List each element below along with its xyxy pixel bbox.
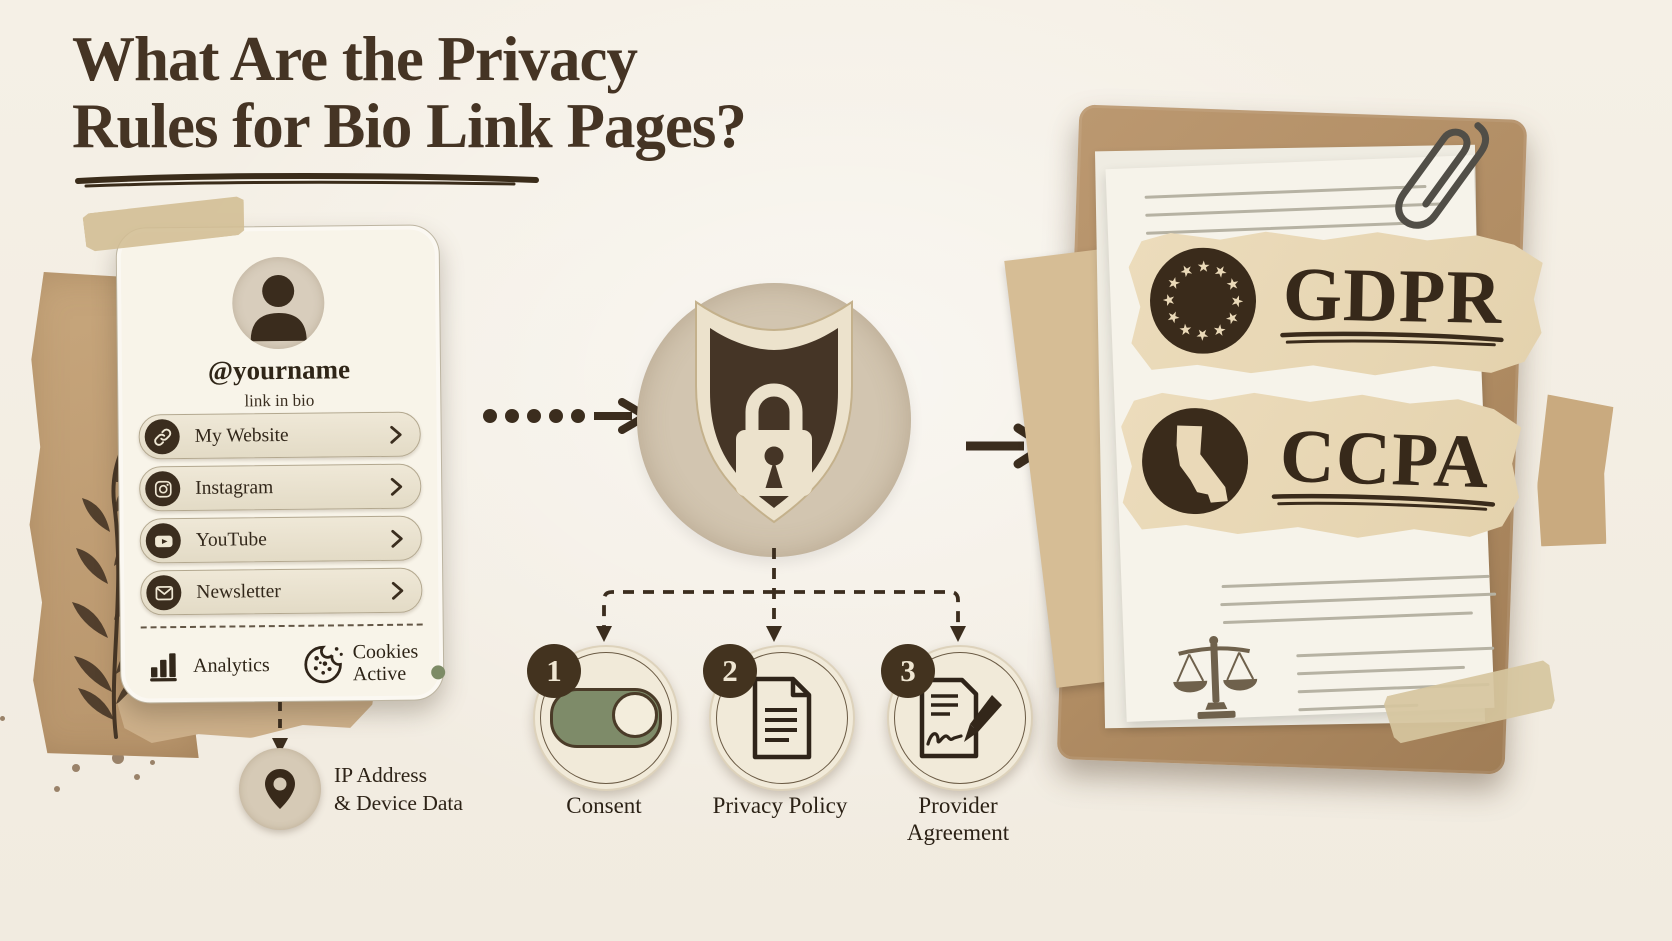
link-button-instagram[interactable]: Instagram bbox=[139, 463, 422, 512]
regulation-name: GDPR bbox=[1282, 252, 1504, 340]
bar-chart-icon bbox=[150, 653, 177, 682]
consent-toggle[interactable] bbox=[550, 688, 662, 748]
avatar bbox=[231, 256, 325, 350]
location-pin-badge bbox=[239, 748, 321, 830]
analytics-stat: Analytics bbox=[149, 649, 270, 682]
kraft-edge-scrap bbox=[1534, 394, 1614, 550]
link-list: My Website Instagram bbox=[138, 411, 423, 616]
username: @yourname bbox=[207, 354, 351, 386]
underline-stroke bbox=[1271, 492, 1496, 515]
paperclip-icon bbox=[1395, 122, 1490, 229]
regulation-ccpa: CCPA bbox=[1118, 386, 1522, 544]
location-pin-icon bbox=[265, 769, 295, 809]
toggle-knob bbox=[612, 692, 658, 738]
link-label: My Website bbox=[194, 424, 289, 447]
title-underline-stroke bbox=[75, 173, 539, 188]
dashed-divider bbox=[140, 623, 423, 629]
california-icon bbox=[1140, 406, 1249, 515]
chevron-right-icon bbox=[386, 579, 408, 601]
dashed-connectors bbox=[596, 548, 966, 642]
step-label-provider-agreement: Provider Agreement bbox=[906, 793, 1010, 846]
chain-link-icon bbox=[144, 419, 180, 455]
regulation-name: CCPA bbox=[1278, 413, 1491, 505]
step-label-privacy-policy: Privacy Policy bbox=[712, 793, 848, 818]
instagram-icon bbox=[145, 471, 181, 507]
status-dot bbox=[431, 665, 446, 680]
step-number-badge: 3 bbox=[881, 644, 935, 698]
eu-stars-icon bbox=[1149, 247, 1257, 355]
scales-of-justice-icon bbox=[1173, 635, 1258, 720]
chevron-right-icon bbox=[385, 475, 407, 497]
step-circle-provider-agreement: 3 bbox=[881, 644, 1033, 791]
link-label: Newsletter bbox=[196, 580, 281, 603]
bio-link-card: @yourname link in bio My Website bbox=[115, 224, 446, 704]
link-label: Instagram bbox=[195, 476, 274, 499]
ip-device-data-label: IP Address& Device Data bbox=[334, 763, 463, 815]
link-button-newsletter[interactable]: Newsletter bbox=[140, 567, 423, 616]
dotted-right-arrow bbox=[483, 398, 650, 434]
link-button-youtube[interactable]: YouTube bbox=[139, 515, 423, 564]
cookie-icon bbox=[304, 645, 343, 684]
step-label-consent: Consent bbox=[566, 793, 642, 818]
step-number-badge: 2 bbox=[703, 644, 757, 698]
shield-lock-icon bbox=[695, 300, 853, 524]
paper-sheet-main bbox=[1105, 155, 1497, 722]
chevron-right-icon bbox=[386, 527, 408, 549]
regulation-gdpr: GDPR bbox=[1127, 226, 1543, 379]
link-label: YouTube bbox=[195, 528, 267, 551]
youtube-icon bbox=[145, 523, 181, 559]
step-circle-privacy-policy: 2 bbox=[703, 644, 855, 791]
step-circle-consent: 1 bbox=[527, 644, 679, 791]
underline-stroke bbox=[1279, 330, 1504, 350]
envelope-icon bbox=[146, 575, 182, 611]
link-button-my-website[interactable]: My Website bbox=[138, 411, 421, 460]
analytics-label: Analytics bbox=[192, 653, 270, 677]
tagline: link in bio bbox=[244, 390, 315, 411]
down-dashed-arrow bbox=[272, 702, 288, 754]
step-number-badge: 1 bbox=[527, 644, 581, 698]
person-icon bbox=[250, 275, 307, 342]
chevron-right-icon bbox=[385, 423, 407, 445]
